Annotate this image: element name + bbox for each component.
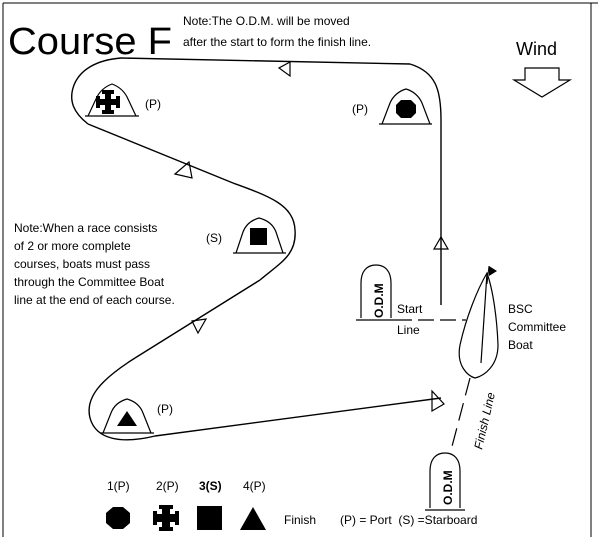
committee-boat-label-3: Boat [508, 338, 533, 352]
direction-arrow-start-leg [432, 235, 450, 250]
start-line-label-1: Start [397, 302, 423, 316]
legend-item-3-label: 3(S) [199, 479, 222, 493]
odm-note-line-2: after the start to form the finish line. [183, 35, 371, 49]
finish-line [449, 377, 471, 455]
odm-start: O.D.M [356, 264, 396, 321]
triangle-icon [117, 411, 137, 426]
circle-icon [396, 100, 416, 118]
finish-line-label: Finish Line [471, 391, 498, 451]
race-note-line-4: through the Committee Boat [14, 275, 165, 289]
legend-item-4-label: 4(P) [243, 479, 266, 493]
committee-boat-label-2: Committee [508, 320, 566, 334]
course-path [70, 57, 442, 441]
direction-arrow-reach-1 [173, 160, 193, 179]
odm-finish: O.D.M [425, 452, 465, 511]
mark-1 [379, 88, 432, 125]
race-note-line-1: Note:When a race consists [14, 221, 157, 235]
odm-finish-label: O.D.M [441, 470, 455, 505]
course-title: Course F [8, 21, 172, 63]
race-note-line-2: of 2 or more complete [14, 239, 131, 253]
legend-cross-icon [153, 505, 179, 531]
mark-3 [233, 217, 286, 254]
legend-key: (P) = Port (S) =Starboard [340, 513, 477, 527]
mark-3-label: (S) [206, 231, 222, 245]
mark-2 [85, 83, 139, 117]
direction-arrow-top-leg [277, 60, 291, 78]
mark-1-label: (P) [352, 102, 368, 116]
start-line-label-2: Line [397, 323, 420, 337]
race-note-line-3: courses, boats must pass [14, 257, 150, 271]
odm-start-label: O.D.M [372, 283, 386, 318]
cross-icon [96, 90, 120, 114]
odm-note-line-1: Note:The O.D.M. will be moved [183, 14, 350, 28]
committee-boat [458, 265, 499, 379]
committee-boat-label-1: BSC [508, 302, 533, 316]
direction-arrow-finish-leg [431, 389, 445, 413]
wind-arrow-icon [511, 67, 573, 98]
direction-arrow-reach-2 [191, 318, 208, 335]
flag-icon [486, 265, 490, 285]
mark-2-label: (P) [145, 97, 161, 111]
legend-square-icon [197, 506, 222, 530]
legend-item-2-label: 2(P) [156, 479, 179, 493]
mark-4 [100, 398, 154, 434]
race-note-line-5: line at the end of each course. [14, 293, 175, 307]
legend: 1(P) 2(P) 3(S) 4(P) Finish (P) = Port (S… [106, 479, 477, 531]
flag-pennant [489, 266, 497, 276]
legend-finish-label: Finish [284, 513, 316, 527]
legend-item-1-label: 1(P) [107, 479, 130, 493]
square-icon [250, 228, 267, 245]
wind-label: Wind [516, 39, 557, 59]
mark-4-label: (P) [157, 402, 173, 416]
legend-circle-icon [106, 507, 130, 529]
legend-triangle-icon [240, 507, 266, 530]
